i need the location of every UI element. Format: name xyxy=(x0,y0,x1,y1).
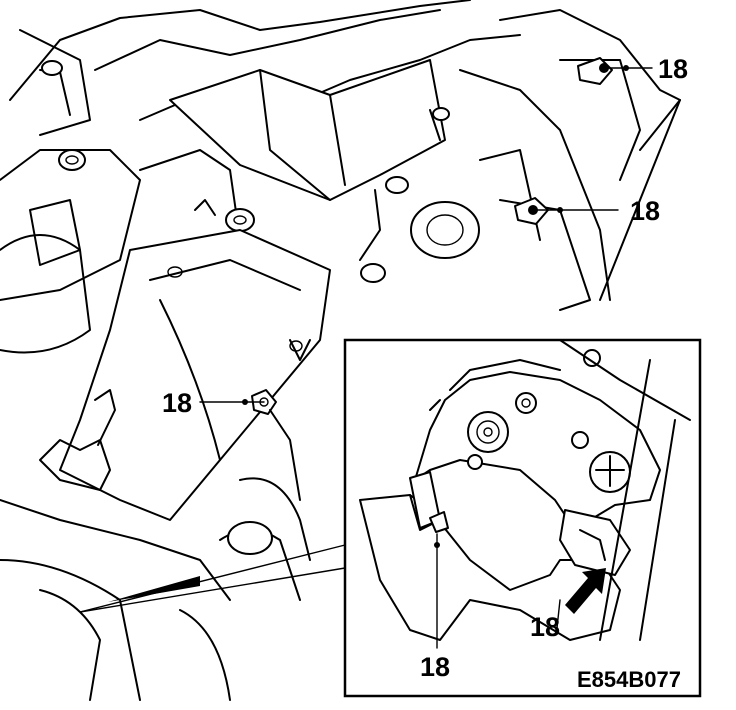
callout-label-top-right-upper: 18 xyxy=(658,54,688,84)
leader-lines xyxy=(79,67,653,613)
leader-dot-top-right-upper xyxy=(623,65,629,71)
leader-dot-top-right-lower xyxy=(557,207,563,213)
callout-label-left-middle: 18 xyxy=(162,388,192,418)
figure-code: E854B077 xyxy=(577,667,681,692)
main-illustration xyxy=(0,0,681,701)
callout-label-top-right-lower: 18 xyxy=(630,196,660,226)
leader-dot-left-middle xyxy=(242,399,248,405)
callout-label-inset-bottom-left: 18 xyxy=(420,652,450,682)
detail-inset xyxy=(343,338,702,698)
callout-label-inset-bottom-right: 18 xyxy=(530,612,560,642)
